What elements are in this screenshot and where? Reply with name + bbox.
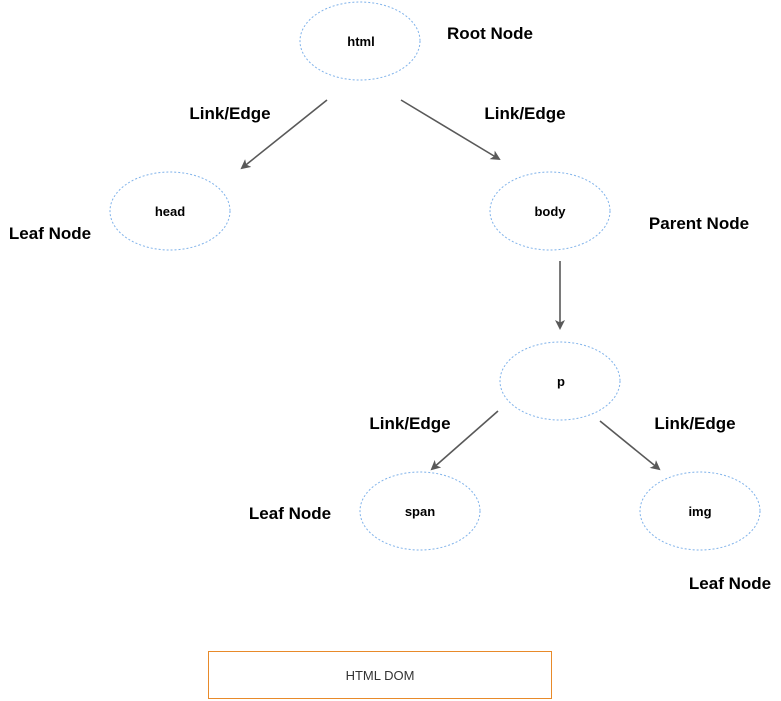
node-img: img xyxy=(639,471,761,551)
node-html-label: html xyxy=(347,34,374,49)
edge-html-head xyxy=(240,99,328,170)
leaf-node-label-span: Leaf Node xyxy=(249,504,331,523)
edge-html-body xyxy=(400,99,501,161)
edge-p-span xyxy=(430,410,499,471)
node-html: html xyxy=(299,1,421,81)
node-body: body xyxy=(489,171,611,251)
edge-label-p-img: Link/Edge xyxy=(654,414,735,433)
node-p: p xyxy=(499,341,621,421)
node-body-label: body xyxy=(534,204,566,219)
leaf-node-label-head: Leaf Node xyxy=(9,224,91,243)
root-node-label: Root Node xyxy=(447,24,533,43)
edge-label-html-head: Link/Edge xyxy=(189,104,270,123)
node-head: head xyxy=(109,171,231,251)
edge-label-p-span: Link/Edge xyxy=(369,414,450,433)
parent-node-label: Parent Node xyxy=(649,214,749,233)
node-head-label: head xyxy=(155,204,185,219)
node-span-label: span xyxy=(405,504,435,519)
node-span: span xyxy=(359,471,481,551)
caption-text: HTML DOM xyxy=(345,667,415,683)
leaf-node-label-img: Leaf Node xyxy=(689,574,771,593)
edge-p-img xyxy=(599,420,661,471)
edge-label-html-body: Link/Edge xyxy=(484,104,565,123)
node-p-label: p xyxy=(557,374,565,389)
caption-box: HTML DOM xyxy=(208,651,552,699)
node-img-label: img xyxy=(688,504,711,519)
